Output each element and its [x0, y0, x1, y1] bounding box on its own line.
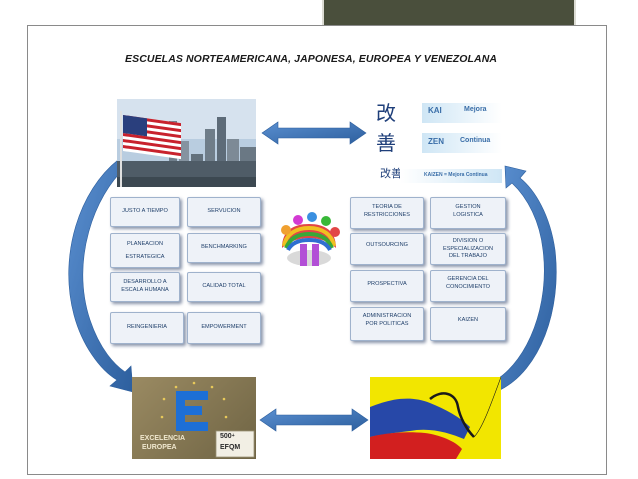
kanji-kai: 改 — [376, 101, 396, 125]
slide-title: ESCUELAS NORTEAMERICANA, JAPONESA, EUROP… — [125, 53, 498, 65]
box-gerencia-conocimiento: GERENCIA DEL CONOCIMIENTO — [430, 270, 506, 302]
zen-label: ZEN — [428, 137, 444, 146]
box-calidad-total: CALIDAD TOTAL — [187, 272, 261, 302]
mejora-label: Mejora — [464, 106, 487, 113]
top-double-arrow — [261, 121, 367, 145]
kanji-zen: 善 — [376, 131, 396, 155]
kaizen-image: 改 善 改善 KAI Mejora ZEN Continua KAIZEN = … — [370, 97, 502, 189]
kanji-kaizen-small: 改善 — [380, 167, 402, 180]
usa-flag-city-image — [117, 99, 256, 187]
box-kaizen: KAIZEN — [430, 307, 506, 341]
box-empowerment: EMPOWERMENT — [187, 312, 261, 344]
right-curved-arrow — [495, 165, 557, 391]
venezuela-flag-map-image — [370, 377, 501, 459]
box-gestion-logistica: GESTION LOGISTICA — [430, 197, 506, 229]
box-administracion-politicas: ADMINISTRACION POR POLITICAS — [350, 307, 424, 341]
continua-label: Continua — [460, 137, 491, 144]
box-reingenieria: REINGENIERIA — [110, 312, 184, 344]
efqm-badge-num: 500+ — [220, 433, 235, 440]
kaizen-footer: KAIZEN = Mejora Continua — [424, 172, 488, 178]
efqm-line1: EXCELENCIA — [140, 435, 186, 442]
bottom-double-arrow — [259, 408, 369, 432]
box-benchmarking: BENCHMARKING — [187, 233, 261, 263]
box-servucion: SERVUCION — [187, 197, 261, 227]
efqm-line2: EUROPEA — [142, 444, 177, 451]
box-planeacion-estrategica: PLANEACION ESTRATEGICA — [110, 233, 180, 268]
box-teoria-restricciones: TEORIA DE RESTRICCIONES — [350, 197, 424, 229]
box-division-especializacion: DIVISION O ESPECIALIZACION DEL TRABAJO — [430, 233, 506, 265]
box-prospectiva: PROSPECTIVA — [350, 270, 424, 302]
box-outsourcing: OUTSOURCING — [350, 233, 424, 265]
box-justo-a-tiempo: JUSTO A TIEMPO — [110, 197, 180, 227]
box-desarrollo-escala-humana: DESARROLLO A ESCALA HUMANA — [110, 272, 180, 302]
efqm-excellence-image: EXCELENCIA EUROPEA 500+ EFQM — [132, 377, 256, 459]
kai-label: KAI — [428, 106, 442, 115]
left-curved-arrow — [68, 159, 134, 393]
team-people-icon — [272, 208, 346, 276]
efqm-badge-org: EFQM — [220, 444, 241, 451]
